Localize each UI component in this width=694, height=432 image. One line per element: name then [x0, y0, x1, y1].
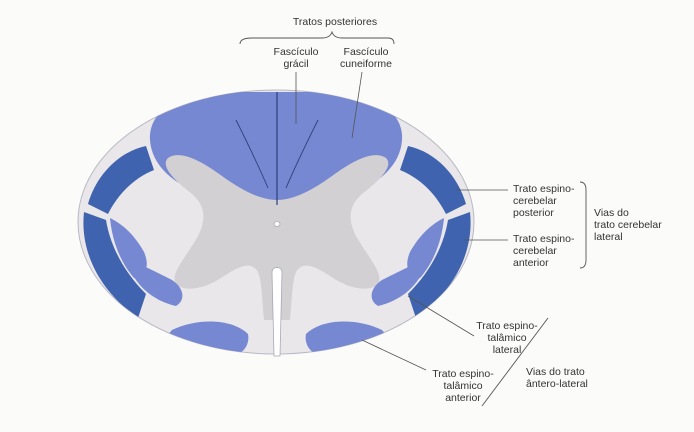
label-espinocerebelar-anterior: Trato espino- cerebelar anterior [513, 233, 575, 269]
cerebelar-bracket [579, 181, 587, 269]
label-espinotalamico-lateral: Trato espino- talâmico lateral [476, 320, 538, 356]
spinocerebellar-posterior-left [88, 146, 154, 214]
spinocerebellar-inner-right [407, 218, 444, 278]
spinocerebellar-anterior-right [408, 212, 471, 318]
gracile-cuneate-border-left [235, 119, 269, 189]
label-tratos-posteriores: Tratos posteriores [292, 16, 378, 28]
spinothalamic-lateral-left [126, 258, 183, 306]
anterior-median-fissure [271, 267, 283, 357]
spinothalamic-lateral-right [371, 258, 428, 306]
label-espinotalamico-anterior: Trato espino- talâmico anterior [432, 368, 494, 404]
spinocerebellar-anterior-left [83, 212, 146, 318]
label-vias-antero-lateral: Vias do trato ântero-lateral [526, 366, 588, 390]
spinocerebellar-posterior-right [400, 146, 466, 214]
gray-matter [165, 155, 389, 320]
posterior-tracts-brace [239, 30, 395, 45]
label-vias-trato-cerebelar: Vias do trato cerebelar lateral [594, 207, 662, 243]
leader-espinotalamico-anterior [361, 339, 427, 371]
label-fasciculo-gracil: Fascículo grácil [273, 46, 319, 70]
antero-lateral-bracket [481, 317, 549, 407]
leader-espinotalamico-lateral [407, 295, 475, 337]
leader-cuneiforme [351, 71, 363, 139]
label-fasciculo-cuneiforme: Fascículo cuneiforme [340, 46, 392, 70]
central-canal [273, 221, 281, 227]
spinocerebellar-inner-left [110, 218, 147, 278]
label-espinocerebelar-posterior: Trato espino- cerebelar posterior [513, 183, 575, 219]
gracile-cuneate-border-right [285, 119, 319, 189]
